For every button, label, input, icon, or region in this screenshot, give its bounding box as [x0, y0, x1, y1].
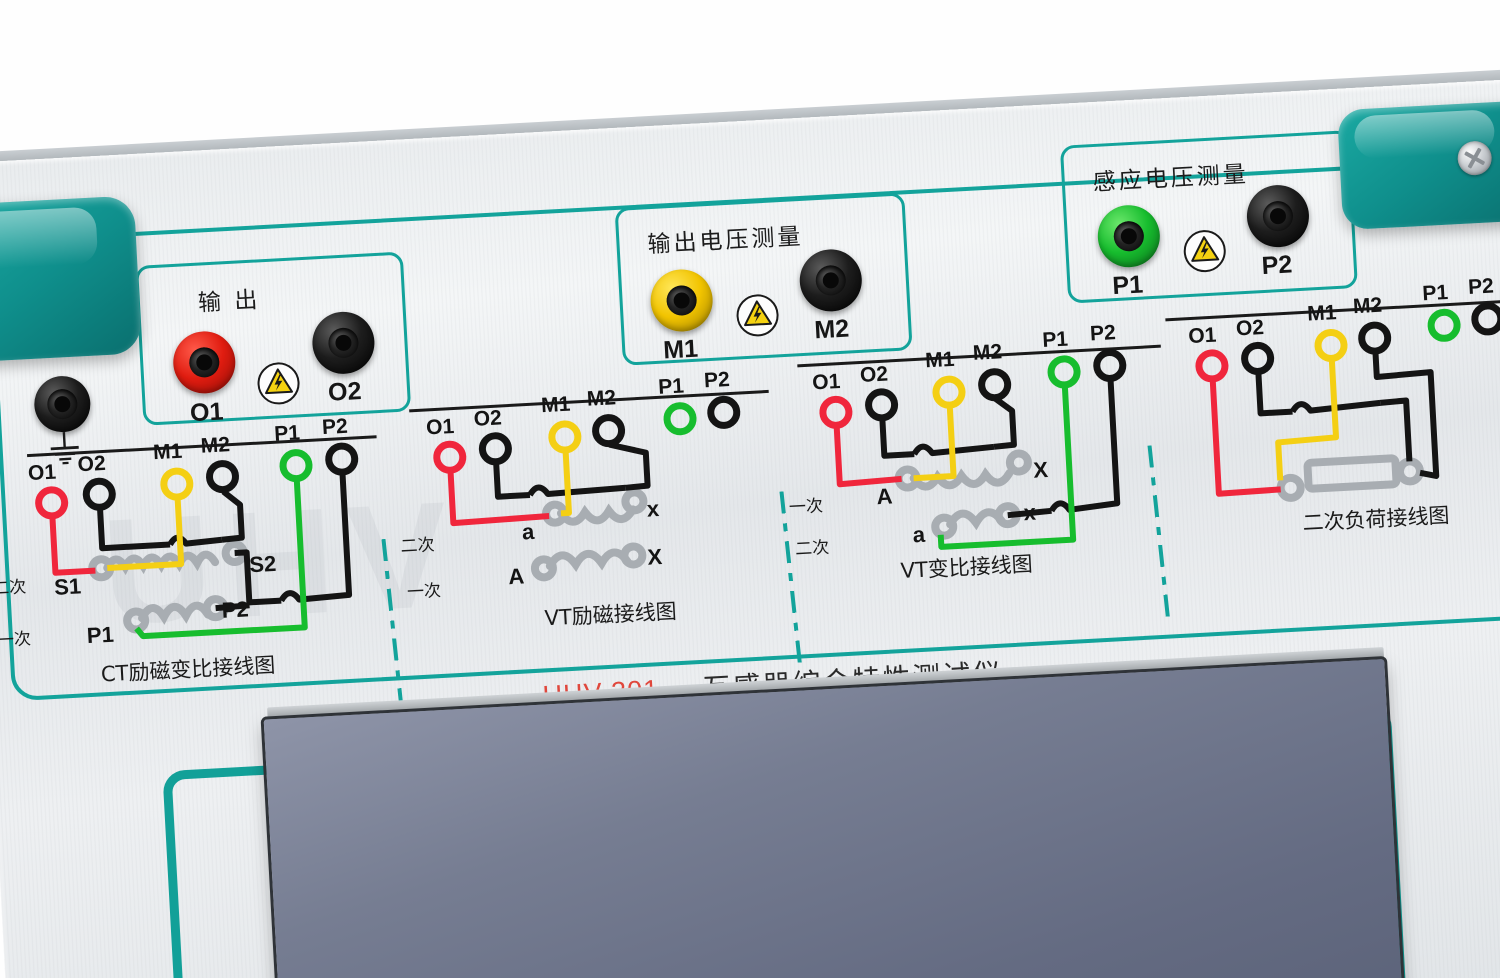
vte-wind-a-high: A [507, 563, 525, 590]
vte-term-p1: P1 [657, 374, 685, 399]
corner-protector-right [1336, 99, 1500, 231]
diagram-ct-excitation-ratio: O1 O2 M1 M2 P1 P2 二次 一次 S1 S2 P1 P2 CT励磁… [0, 415, 389, 691]
ct-term-p2: P2 [321, 414, 349, 440]
vte-side-primary: 一次 [406, 580, 442, 603]
jack-p1[interactable] [1096, 203, 1162, 269]
vtr-wind-x-low: x [1022, 499, 1037, 526]
ct-term-o1: O1 [27, 460, 57, 486]
vtr-term-o1: O1 [811, 370, 841, 395]
group-title-induced-voltage: 感应电压测量 [1092, 161, 1250, 197]
high-voltage-icon [1183, 230, 1226, 273]
ct-term-m2: M2 [200, 433, 231, 458]
diagram-vt-excitation: O1 O2 M1 M2 P1 P2 二次 一次 a x A X VT励磁接线图 [399, 368, 783, 646]
corner-sheen [0, 206, 99, 271]
burden-term-p1: P1 [1421, 281, 1449, 306]
vte-term-m1: M1 [540, 392, 571, 418]
terminal-group-output: 输 出 O1 O2 [134, 251, 412, 427]
vtr-wind-a-high: A [875, 483, 894, 510]
diagram-secondary-burden: O1 O2 M1 M2 P1 P2 二次负荷接线图 [1161, 275, 1500, 554]
instrument-device: UHV 输 出 [0, 66, 1500, 978]
vte-term-m2: M2 [586, 386, 617, 411]
burden-term-o2: O2 [1235, 316, 1265, 341]
ct-term-p1: P1 [273, 421, 301, 446]
vte-wind-x-low: x [646, 496, 660, 522]
vtr-side-secondary: 二次 [794, 537, 830, 560]
group-title-output-voltage: 输出电压测量 [646, 223, 805, 259]
ct-diagram-svg [35, 442, 359, 640]
vtr-wind-a-low: a [911, 521, 926, 548]
ct-side-secondary: 二次 [0, 577, 27, 600]
vte-term-p2: P2 [703, 368, 731, 393]
burden-term-m2: M2 [1352, 293, 1383, 319]
jack-label-p1: P1 [1111, 270, 1144, 301]
burden-term-p2: P2 [1467, 274, 1495, 299]
front-panel: UHV 输 出 [0, 76, 1500, 978]
vtr-side-primary: 一次 [788, 496, 824, 518]
vtr-term-p1: P1 [1041, 327, 1069, 353]
vte-side-secondary: 二次 [400, 535, 436, 558]
ct-wind-p2: P2 [221, 596, 250, 623]
vte-term-o2: O2 [473, 406, 503, 431]
high-voltage-icon [736, 294, 779, 337]
group-title-output: 输 出 [197, 287, 262, 317]
burden-term-m1: M1 [1306, 301, 1338, 326]
burden-diagram-svg [1195, 302, 1500, 502]
ct-wind-s2: S2 [248, 550, 277, 578]
ct-term-m1: M1 [152, 439, 183, 465]
vte-wind-x-high: X [646, 543, 663, 570]
terminal-group-induced-voltage: 感应电压测量 P1 P2 [1059, 130, 1358, 304]
vte-term-o1: O1 [425, 415, 455, 440]
wiring-diagram-zone: O1 O2 M1 M2 P1 P2 二次 一次 S1 S2 P1 P2 CT励磁… [0, 275, 1500, 717]
ct-term-o2: O2 [77, 451, 107, 477]
jack-label-p2: P2 [1260, 250, 1293, 281]
corner-screw [1456, 140, 1493, 177]
vt-ratio-diagram-svg [819, 348, 1127, 550]
vtr-term-o2: O2 [859, 362, 889, 387]
ct-wind-p1: P1 [86, 621, 115, 649]
vtr-term-m1: M1 [924, 347, 956, 373]
high-voltage-icon [257, 362, 300, 405]
burden-term-o1: O1 [1187, 323, 1217, 349]
ct-side-primary: 一次 [0, 629, 32, 652]
jack-m2[interactable] [798, 247, 864, 314]
vtr-term-m2: M2 [972, 340, 1003, 365]
vt-exc-diagram-svg [433, 395, 741, 582]
terminal-group-output-voltage: 输出电压测量 M1 M2 [614, 192, 913, 366]
vtr-wind-x-high: X [1032, 456, 1049, 483]
ct-wind-s1: S1 [53, 573, 82, 600]
vtr-term-p2: P2 [1089, 321, 1117, 346]
corner-protector-left [0, 195, 143, 363]
vte-wind-a-low: a [521, 518, 535, 545]
diagram-vt-ratio: O1 O2 M1 M2 P1 P2 一次 二次 A X a x VT变比接线图 [788, 321, 1175, 601]
jack-p2[interactable] [1245, 183, 1311, 249]
